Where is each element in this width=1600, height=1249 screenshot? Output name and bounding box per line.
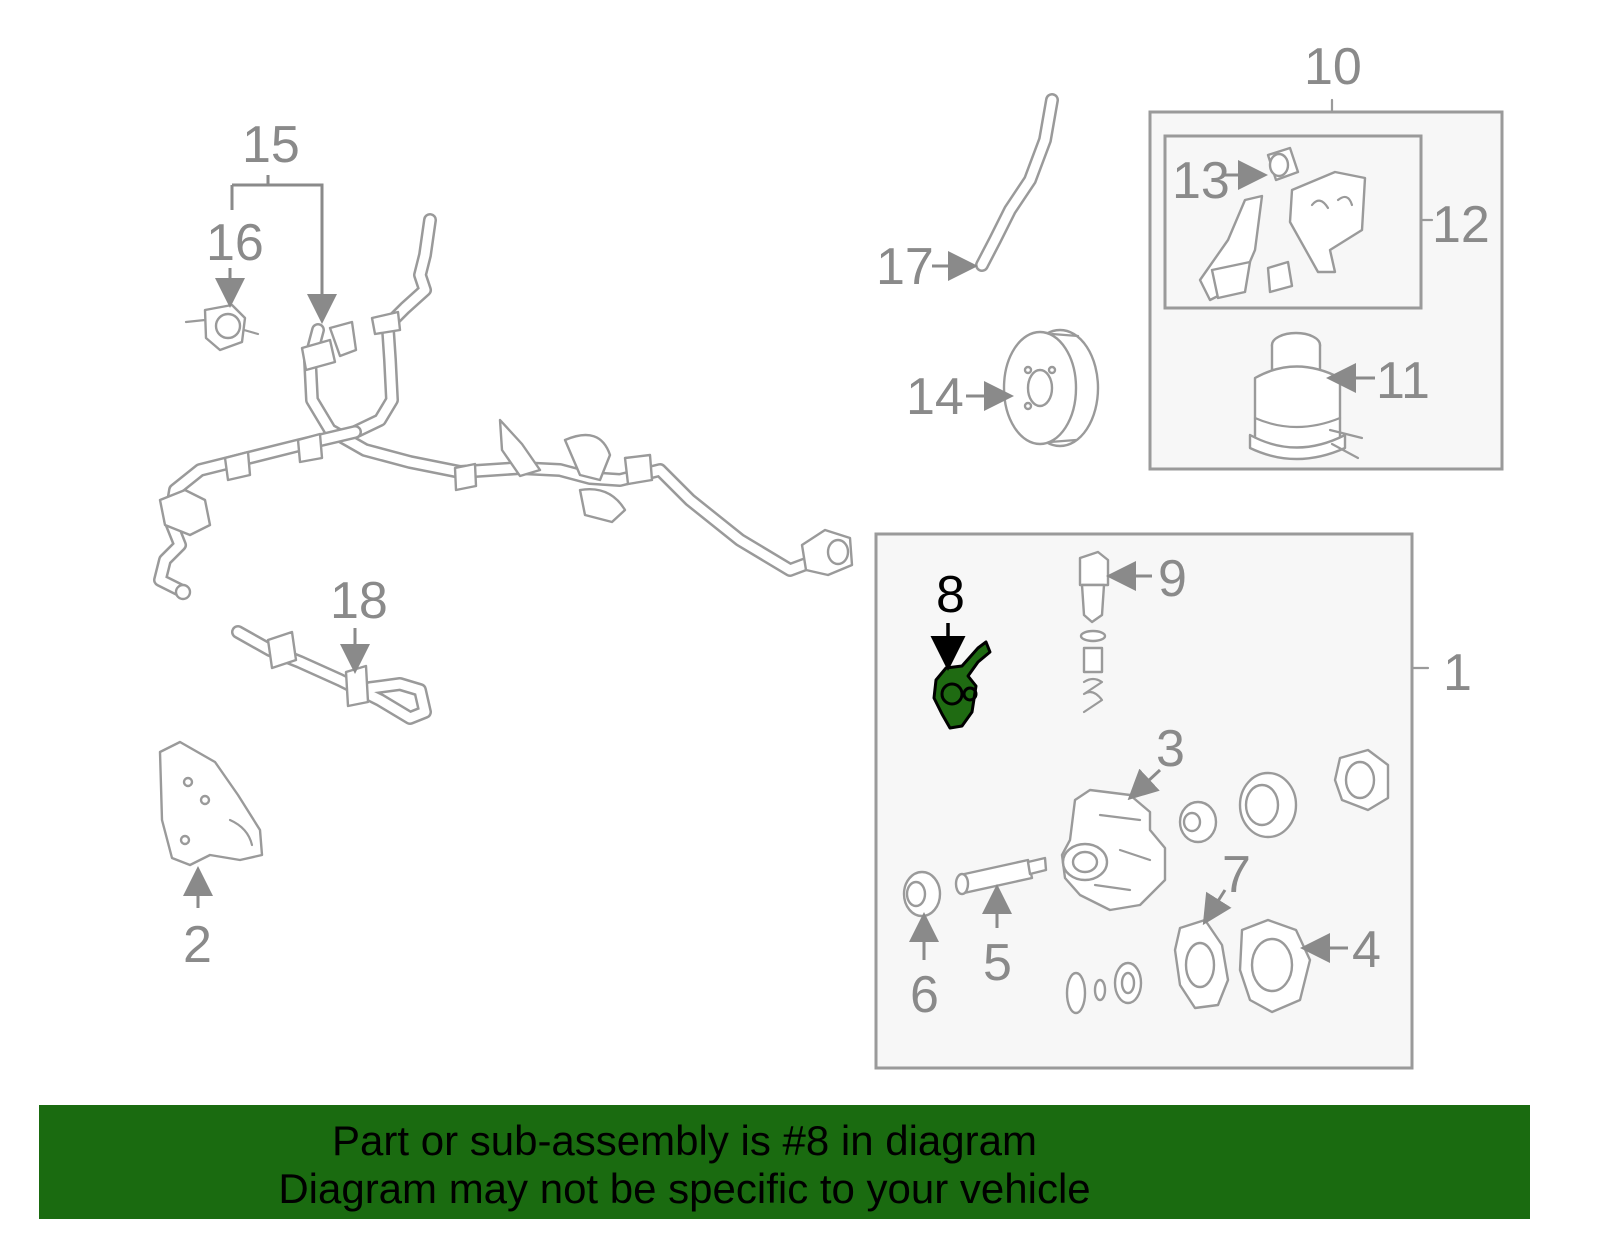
pump-rotor[interactable] <box>1178 800 1218 844</box>
part-16-switch[interactable] <box>184 303 260 352</box>
callout-2[interactable]: 2 <box>183 916 212 974</box>
callout-4[interactable]: 4 <box>1352 921 1381 979</box>
part-13-bushing[interactable] <box>1266 146 1300 182</box>
part-15-pressure-hose-assembly[interactable] <box>153 213 854 601</box>
banner-disclaimer: Diagram may not be specific to your vehi… <box>278 1165 1091 1212</box>
pump-side-plate[interactable] <box>1333 748 1390 812</box>
callout-10[interactable]: 10 <box>1304 38 1362 96</box>
pump-assembly-box <box>874 532 1430 1070</box>
callout-labels: 1 2 3 4 5 6 7 8 9 10 11 12 13 14 15 16 1… <box>183 38 1490 1024</box>
part-3-pump-body[interactable] <box>1060 788 1167 912</box>
callout-15[interactable]: 15 <box>242 116 300 174</box>
callout-9[interactable]: 9 <box>1158 550 1187 608</box>
part-9-fitting[interactable] <box>1078 550 1110 714</box>
part-12-brackets[interactable] <box>1198 170 1367 302</box>
callout-1[interactable]: 1 <box>1443 644 1472 702</box>
callout-16[interactable]: 16 <box>206 214 264 272</box>
info-banner: Part or sub-assembly is #8 in diagram Di… <box>39 1105 1530 1219</box>
callout-17[interactable]: 17 <box>876 238 934 296</box>
part-18-cooler[interactable] <box>231 625 432 725</box>
callout-arrows <box>183 160 1375 963</box>
part-2-bracket[interactable] <box>158 740 264 867</box>
callout-11[interactable]: 11 <box>1376 352 1430 410</box>
callout-8-highlighted[interactable]: 8 <box>936 566 965 624</box>
part-5-shaft[interactable] <box>954 856 1048 896</box>
banner-part-info: Part or sub-assembly is #8 in diagram <box>332 1117 1037 1164</box>
part-6-seal[interactable] <box>902 870 942 918</box>
part-14-pulley[interactable] <box>1002 328 1100 448</box>
callout-14[interactable]: 14 <box>906 368 964 426</box>
part-11-reservoir[interactable] <box>1248 331 1364 461</box>
callout-5[interactable]: 5 <box>983 934 1012 992</box>
part-4-rear-cover[interactable] <box>1238 918 1312 1014</box>
pump-cam-ring[interactable] <box>1238 771 1298 839</box>
part-7-gasket[interactable] <box>1173 918 1230 1010</box>
callout-18[interactable]: 18 <box>330 572 388 630</box>
part-17-hose[interactable] <box>975 93 1059 272</box>
callout-6[interactable]: 6 <box>910 966 939 1024</box>
callout-13[interactable]: 13 <box>1172 152 1230 210</box>
callout-12[interactable]: 12 <box>1432 196 1490 254</box>
o-rings[interactable] <box>1065 961 1143 1015</box>
callout-7[interactable]: 7 <box>1222 846 1251 904</box>
callout-3[interactable]: 3 <box>1156 720 1185 778</box>
